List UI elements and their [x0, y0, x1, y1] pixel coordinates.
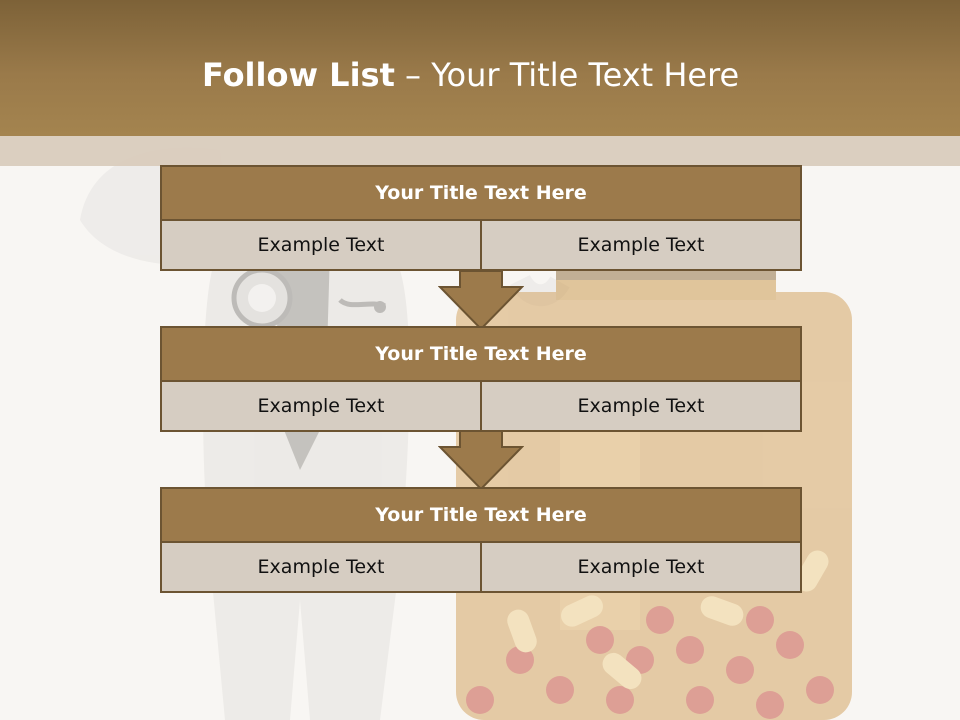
list-block-3: Your Title Text Here Example Text Exampl…	[160, 487, 802, 593]
block-cell-left: Example Text	[160, 543, 480, 593]
block-cell-left: Example Text	[160, 382, 480, 432]
block-cell-right: Example Text	[480, 382, 802, 432]
list-block-1: Your Title Text Here Example Text Exampl…	[160, 165, 802, 271]
down-arrow-icon	[438, 271, 524, 331]
block-title: Your Title Text Here	[160, 487, 802, 543]
block-row: Example Text Example Text	[160, 543, 802, 593]
down-arrow-icon	[438, 431, 524, 491]
block-cell-right: Example Text	[480, 221, 802, 271]
slide-title-rest: – Your Title Text Here	[394, 56, 740, 94]
block-title: Your Title Text Here	[160, 165, 802, 221]
block-cell-left: Example Text	[160, 221, 480, 271]
block-row: Example Text Example Text	[160, 382, 802, 432]
block-row: Example Text Example Text	[160, 221, 802, 271]
list-block-2: Your Title Text Here Example Text Exampl…	[160, 326, 802, 432]
slide-title-bold: Follow List	[202, 56, 395, 94]
slide-title: Follow List – Your Title Text Here	[202, 56, 739, 94]
block-cell-right: Example Text	[480, 543, 802, 593]
header-strip	[0, 136, 960, 166]
header-band	[0, 0, 960, 136]
block-title: Your Title Text Here	[160, 326, 802, 382]
